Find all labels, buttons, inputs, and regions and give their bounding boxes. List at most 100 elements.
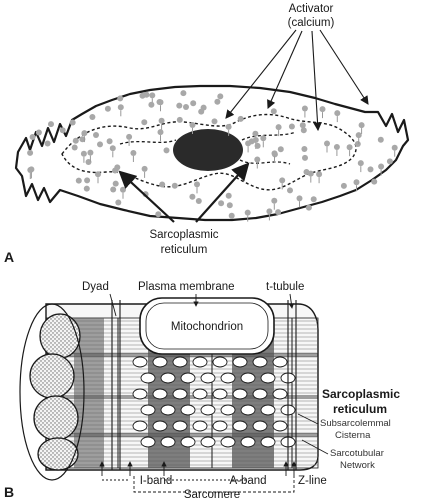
sr-mesh-cell <box>172 356 188 368</box>
sr-mesh-cell <box>220 404 236 416</box>
sr-mesh-cell <box>252 356 268 368</box>
calcium-dot <box>275 209 282 216</box>
calcium-dot <box>287 187 293 194</box>
t-tubule-label: t-tubule <box>266 281 304 293</box>
calcium-dot <box>225 123 232 130</box>
sr-mesh-cell <box>132 388 148 400</box>
sr-mesh-cell <box>212 388 228 400</box>
calcium-dot <box>367 166 374 173</box>
sr-mesh-cell <box>220 372 236 384</box>
calcium-dot <box>218 200 225 207</box>
calcium-dot <box>84 177 91 184</box>
calcium-dot <box>157 99 164 106</box>
calcium-dot <box>358 122 365 129</box>
calcium-dot <box>299 122 306 129</box>
sr-mesh-cell <box>232 420 248 432</box>
calcium-dot <box>252 130 259 137</box>
calcium-dot <box>89 114 96 120</box>
calcium-dot <box>194 181 200 188</box>
calcium-dot <box>254 156 261 163</box>
calcium-dot <box>190 100 197 107</box>
calcium-dot <box>44 140 51 147</box>
sr-label-a-line2: reticulum <box>161 244 208 256</box>
sr-mesh-cell <box>192 356 208 368</box>
activator-arrow-4 <box>319 29 369 105</box>
sr-mesh-cell <box>232 356 248 368</box>
sr-mesh-cell <box>212 420 228 432</box>
activator-arrow-1 <box>225 29 297 119</box>
mitochondrion <box>139 297 275 355</box>
calcium-dot <box>252 137 259 143</box>
calcium-dot <box>155 211 162 218</box>
dyad-label: Dyad <box>82 281 109 293</box>
outer-cut-ring <box>19 303 85 481</box>
calcium-dot <box>319 106 326 113</box>
myofibril-cut-end-1 <box>39 313 81 359</box>
calcium-dot <box>158 117 165 124</box>
calcium-dot <box>300 127 307 134</box>
calcium-dot <box>225 192 232 199</box>
calcium-dot <box>157 129 164 136</box>
calcium-dot <box>87 149 94 156</box>
sr-label-b-line1: Sarcoplasmic <box>322 387 400 401</box>
calcium-dot <box>69 119 76 126</box>
calcium-dot <box>266 208 273 215</box>
calcium-dot <box>271 197 278 204</box>
subsarcolemmal-label-line1: Subsarcolemmal <box>320 418 391 429</box>
myofibril-cut-end-2 <box>29 353 75 399</box>
sarcotubular-leader <box>301 439 329 455</box>
sr-mesh-cell <box>240 436 256 448</box>
calcium-dot <box>211 118 218 125</box>
sr-mesh-cell <box>152 356 168 368</box>
mitochondrion-label: Mitochondrion <box>171 321 243 333</box>
sr-label-a-line1: Sarcoplasmic <box>149 229 218 241</box>
sr-mesh-cell <box>200 404 216 416</box>
calcium-dot <box>377 136 384 143</box>
calcium-dot <box>35 129 42 136</box>
sr-mesh-cell <box>152 420 168 432</box>
sr-mesh-cell <box>180 372 196 384</box>
calcium-dot <box>112 167 119 174</box>
calcium-dot <box>316 171 323 178</box>
calcium-dots <box>27 90 398 222</box>
calcium-dot <box>126 133 133 140</box>
panel-a: Activator (calcium) Sarcoplasmic reticul… <box>4 3 410 265</box>
calcium-dot <box>195 198 202 204</box>
calcium-dot <box>353 179 360 186</box>
sr-mesh-cell <box>180 404 196 416</box>
sr-mesh-cell <box>172 388 188 400</box>
activator-label-line2: (calcium) <box>288 17 335 29</box>
calcium-dot <box>141 119 148 126</box>
sr-mesh-cell <box>132 356 148 368</box>
sr-label-b-line2: reticulum <box>333 402 387 416</box>
calcium-dot <box>93 132 99 138</box>
sr-mesh-cell <box>140 436 156 448</box>
sr-mesh-cell <box>180 436 196 448</box>
calcium-dot <box>109 145 116 152</box>
sr-mesh-cell <box>152 388 168 400</box>
calcium-dot <box>171 182 178 189</box>
panel-b-letter: B <box>4 484 14 500</box>
t-tubule-leader <box>288 293 295 309</box>
cell-membrane <box>14 84 410 222</box>
calcium-dot <box>106 138 113 145</box>
t-tubule <box>287 300 297 470</box>
sarcomere-label: Sarcomere <box>184 489 240 500</box>
i-band-label: I-band <box>140 475 173 487</box>
calcium-dot <box>371 178 378 185</box>
sr-mesh-cell <box>232 388 248 400</box>
sr-arrow-2 <box>195 162 250 223</box>
calcium-dot <box>355 132 362 139</box>
calcium-dot <box>27 149 34 156</box>
calcium-dot <box>141 165 148 172</box>
calcium-dot <box>271 150 278 157</box>
calcium-dot <box>80 150 87 157</box>
calcium-dot <box>81 130 88 137</box>
t-tubule-left <box>111 300 121 470</box>
calcium-dot <box>277 146 284 153</box>
calcium-dot <box>71 144 78 151</box>
calcium-dot <box>244 209 251 216</box>
calcium-dot <box>324 140 330 147</box>
calcium-dot <box>163 147 170 154</box>
